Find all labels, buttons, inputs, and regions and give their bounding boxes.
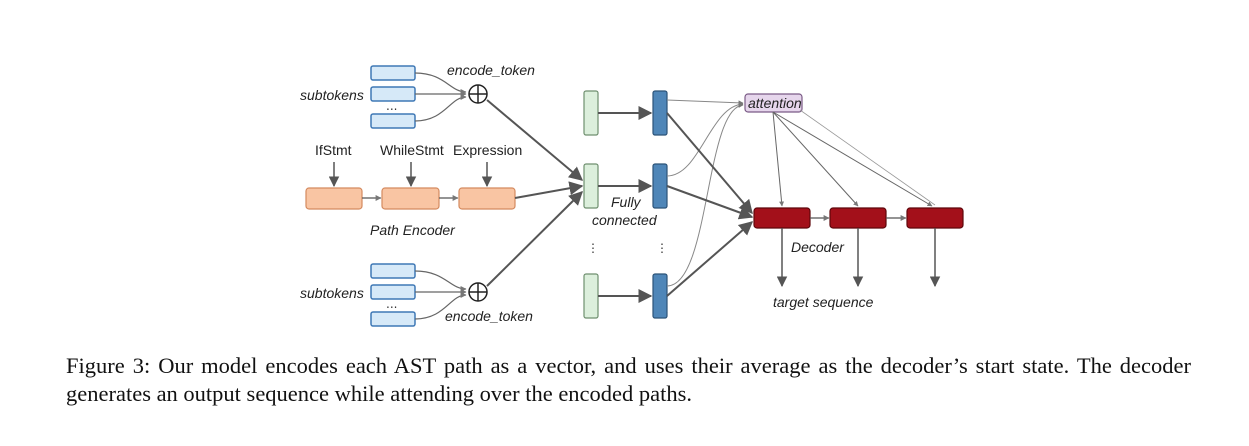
path-node-box (381, 187, 440, 210)
subtoken-box (370, 113, 416, 129)
subtoken-edge (414, 292, 467, 320)
sum-operator-top (468, 84, 488, 104)
fc-vector (652, 163, 668, 209)
decoder-label: Decoder (791, 239, 845, 255)
encoder-to-vector-arrow (486, 99, 584, 181)
target-sequence-label: target sequence (773, 294, 874, 310)
fully-connected-label-line1: Fully (611, 194, 642, 210)
subtoken-edge (414, 94, 467, 122)
path-encoder: IfStmt WhileStmt Expression Path Encoder (305, 142, 522, 238)
path-vector (583, 273, 599, 319)
path-node-box (305, 187, 363, 210)
path-node-label-whilestmt: WhileStmt (380, 142, 444, 158)
fc-to-decoder-arrow (666, 112, 753, 215)
sum-operator-bottom (468, 282, 488, 302)
subtoken-edge (414, 270, 467, 292)
encoder-to-vector-arrow (486, 191, 583, 287)
attention-to-decoder-edge (772, 111, 859, 207)
path-node-label-ifstmt: IfStmt (315, 142, 352, 158)
decoder-cell (753, 207, 811, 229)
fully-connected-vectors: ⋮ Fully connected (592, 90, 668, 319)
attention-label: attention (748, 95, 802, 111)
fc-to-decoder-arrow (666, 221, 754, 297)
attention-to-decoder-edge (772, 111, 785, 207)
subtoken-box (370, 311, 416, 327)
path-vector (583, 163, 599, 209)
attention-to-decoder-edge (772, 111, 933, 207)
subtoken-ellipsis: ... (386, 99, 397, 113)
path-vectors: ⋮ (583, 90, 599, 319)
path-encoder-label: Path Encoder (370, 222, 456, 238)
path-vector (583, 90, 599, 136)
fc-to-decoder-arrow (666, 185, 754, 220)
fc-vector (652, 273, 668, 319)
subtokens-group-top: ... subtokens encode_token (300, 62, 535, 129)
fully-connected-label-line2: connected (592, 212, 658, 228)
path-node-box (458, 187, 516, 210)
subtokens-group-bottom: ... subtokens encode_token (300, 263, 533, 327)
fc-to-attention-edge (666, 102, 744, 287)
encode-token-label-top: encode_token (447, 62, 535, 78)
path-node-label-expression: Expression (453, 142, 522, 158)
decoder: Decoder target sequence (753, 207, 964, 310)
figure-caption: Figure 3: Our model encodes each AST pat… (66, 353, 1191, 406)
fc-to-attention-edge (666, 99, 744, 106)
encoder-to-vector-arrow (514, 181, 584, 199)
decoder-cell (829, 207, 887, 229)
attention-to-decoder-edge (799, 109, 936, 206)
fc-to-attention-edge (666, 101, 744, 177)
decoder-cell (906, 207, 964, 229)
vertical-ellipsis: ⋮ (656, 241, 668, 255)
subtokens-label-bottom: subtokens (300, 285, 364, 301)
vertical-ellipsis: ⋮ (587, 241, 599, 255)
encode-token-label-bottom: encode_token (445, 308, 533, 324)
subtoken-box (370, 65, 416, 81)
fc-vector (652, 90, 668, 136)
subtoken-ellipsis: ... (386, 297, 397, 311)
subtokens-label-top: subtokens (300, 87, 364, 103)
subtoken-box (370, 263, 416, 279)
model-architecture-figure: ... subtokens encode_token ... subtokens… (300, 62, 964, 327)
